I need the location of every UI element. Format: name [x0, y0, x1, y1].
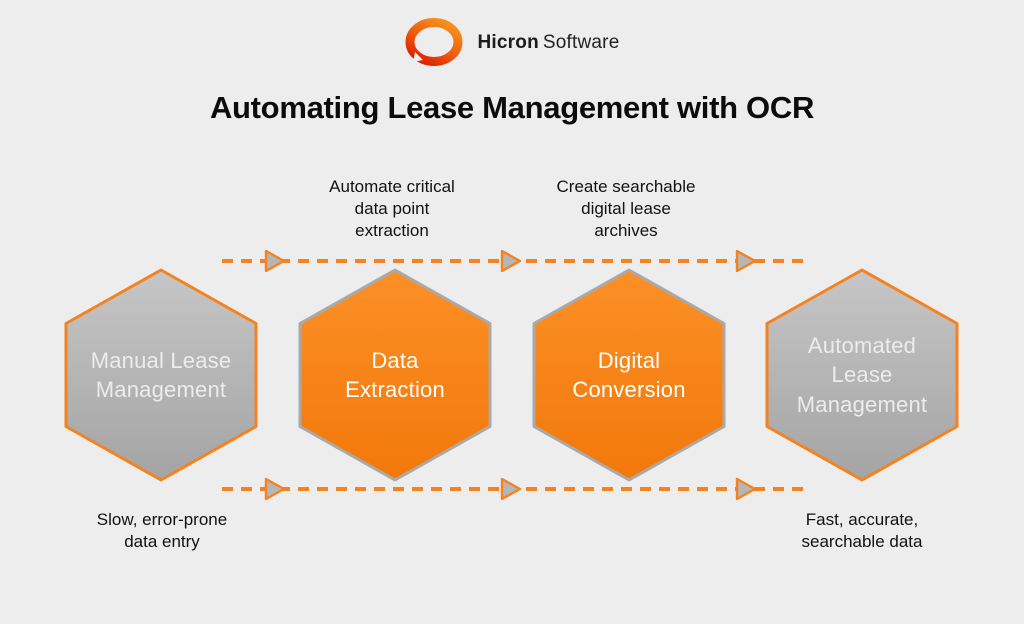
- annotation-manual-drawback: Slow, error-prone data entry: [96, 510, 228, 552]
- hexagon-shape: [765, 268, 959, 482]
- hexagon-shape: [532, 268, 726, 482]
- annotation-data-extraction: Automate critical data point extraction: [329, 177, 455, 241]
- top-flow-arrow: [222, 249, 806, 273]
- annotation-digital-conversion: Create searchable digital lease archives: [556, 177, 696, 241]
- hexagon-shape: [64, 268, 258, 482]
- annotation-automated-benefit: Fast, accurate, searchable data: [801, 510, 923, 552]
- step-data-extraction: Data Extraction: [297, 268, 493, 482]
- step-label: Manual Lease Management: [90, 347, 232, 402]
- hexagon-shape: [298, 268, 492, 482]
- step-manual-lease-management: Manual Lease Management: [63, 268, 259, 482]
- arrowhead-icon: [264, 477, 757, 501]
- bottom-flow-arrow: [222, 477, 806, 501]
- step-label: Digital Conversion: [572, 347, 686, 402]
- step-label: Automated Lease Management: [796, 333, 928, 417]
- page-title: Automating Lease Management with OCR: [209, 90, 815, 125]
- hicron-logo-icon: [405, 18, 463, 66]
- logo-brand-bold: Hicron: [477, 32, 539, 53]
- arrowhead-icon: [264, 249, 757, 273]
- step-digital-conversion: Digital Conversion: [531, 268, 727, 482]
- logo-brand-regular: Software: [542, 32, 620, 53]
- step-automated-lease-management: Automated Lease Management: [764, 268, 960, 482]
- step-label: Data Extraction: [345, 347, 445, 402]
